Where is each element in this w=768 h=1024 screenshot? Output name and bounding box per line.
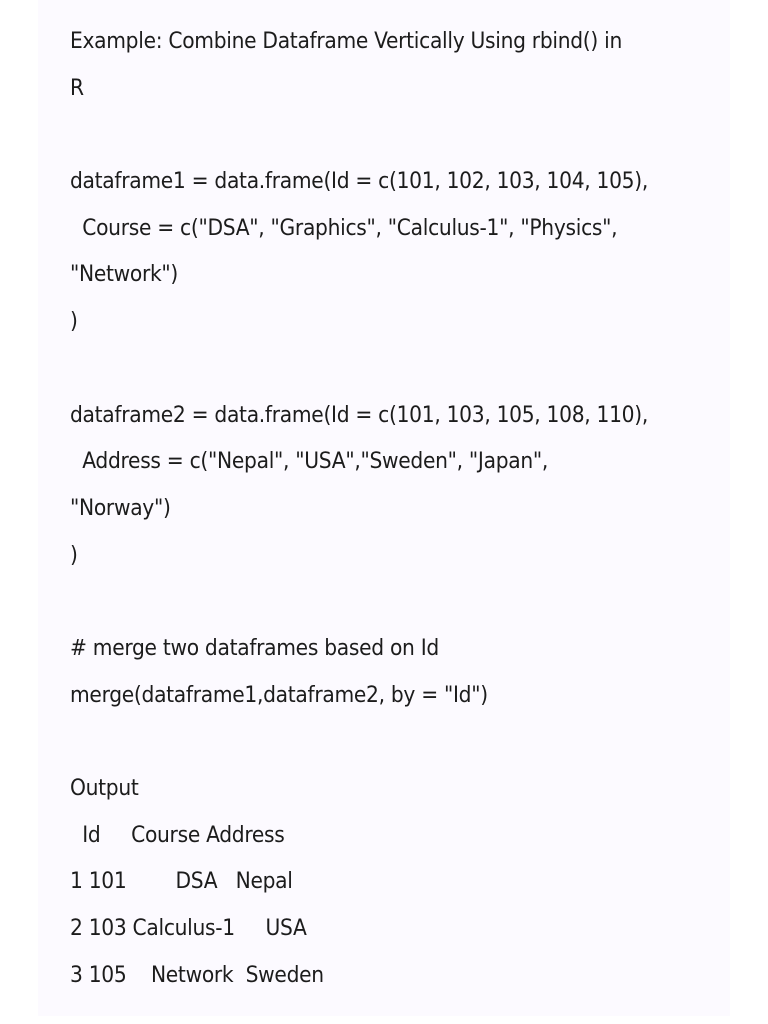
code-comment: # merge two dataframes based on Id — [70, 634, 439, 661]
output-label: Output — [70, 775, 139, 801]
output-header: Id Course Address — [70, 821, 285, 848]
code-line: dataframe1 = data.frame(Id = c(101, 102,… — [70, 168, 648, 195]
code-line: "Norway") — [70, 494, 171, 521]
code-line: dataframe2 = data.frame(Id = c(101, 103,… — [70, 401, 648, 428]
output-row: 2 103 Calculus-1 USA — [70, 915, 307, 942]
output-row: 3 105 Network Sweden — [70, 961, 324, 988]
spacer — [70, 111, 720, 158]
code-line: Course = c("DSA", "Graphics", "Calculus-… — [70, 214, 618, 241]
code-line: "Network") — [70, 261, 179, 288]
document-card — [38, 0, 730, 1016]
title-line-1: Example: Combine Dataframe Vertically Us… — [70, 28, 622, 54]
code-line: ) — [70, 541, 78, 568]
spacer — [70, 578, 720, 625]
output-row: 1 101 DSA Nepal — [70, 868, 293, 895]
code-line: Address = c("Nepal", "USA","Sweden", "Ja… — [70, 448, 549, 475]
spacer — [70, 345, 720, 392]
document-content: Example: Combine Dataframe Vertically Us… — [70, 18, 720, 998]
title-line-2: R — [70, 74, 84, 101]
code-line: ) — [70, 308, 78, 335]
code-line: merge(dataframe1,dataframe2, by = "Id") — [70, 681, 488, 708]
spacer — [70, 718, 720, 765]
